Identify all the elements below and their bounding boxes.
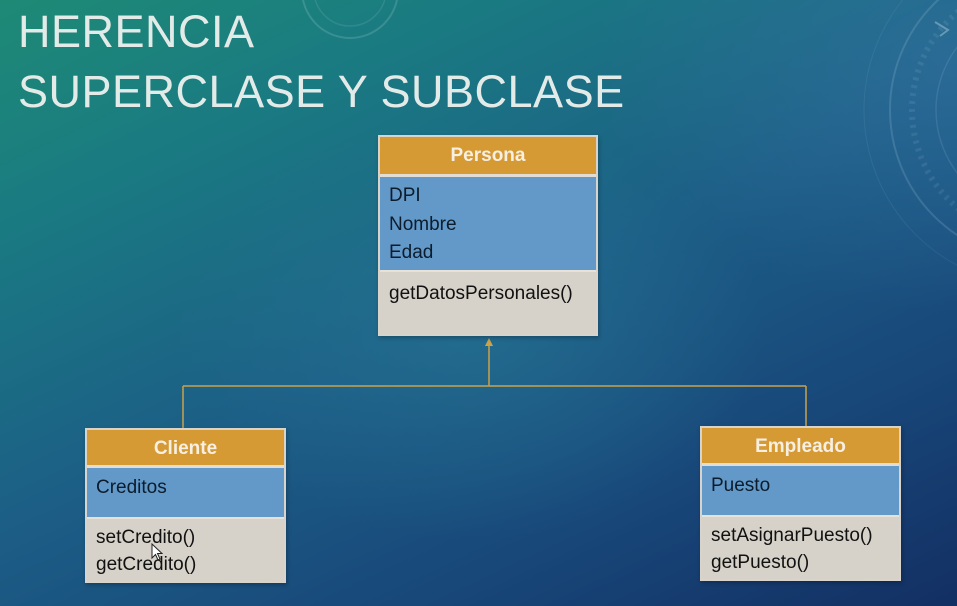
method-get-credito: getCredito() [96, 554, 197, 575]
attribute-edad: Edad [389, 242, 434, 263]
attribute-creditos: Creditos [96, 477, 167, 498]
class-persona: Persona DPI Nombre Edad getDatosPersonal… [378, 135, 598, 336]
title-line-1: HERENCIA [18, 6, 255, 57]
slide-title: HERENCIA SUPERCLASE Y SUBCLASE [18, 2, 625, 122]
inheritance-arrowhead-icon [485, 338, 493, 346]
class-empleado-header: Empleado [702, 428, 899, 466]
attribute-dpi: DPI [389, 185, 421, 206]
class-empleado: Empleado Puesto setAsignarPuesto() getPu… [700, 426, 901, 581]
class-empleado-methods: setAsignarPuesto() getPuesto() [702, 515, 899, 579]
class-cliente-attributes: Creditos [87, 468, 284, 517]
method-set-credito: setCredito() [96, 527, 196, 548]
class-cliente: Cliente Creditos setCredito() getCredito… [85, 428, 286, 583]
title-line-2: SUPERCLASE Y SUBCLASE [18, 66, 625, 117]
method-get-datos-personales: getDatosPersonales() [389, 283, 573, 304]
method-set-asignar-puesto: setAsignarPuesto() [711, 525, 873, 546]
attribute-puesto: Puesto [711, 475, 771, 496]
method-get-puesto: getPuesto() [711, 552, 810, 573]
class-cliente-header: Cliente [87, 430, 284, 468]
class-persona-header: Persona [380, 137, 596, 177]
mouse-pointer-icon [151, 543, 163, 561]
class-persona-attributes: DPI Nombre Edad [380, 177, 596, 270]
class-persona-methods: getDatosPersonales() [380, 270, 596, 334]
attribute-nombre: Nombre [389, 213, 457, 235]
class-empleado-attributes: Puesto [702, 466, 899, 515]
class-cliente-methods: setCredito() getCredito() [87, 517, 284, 581]
